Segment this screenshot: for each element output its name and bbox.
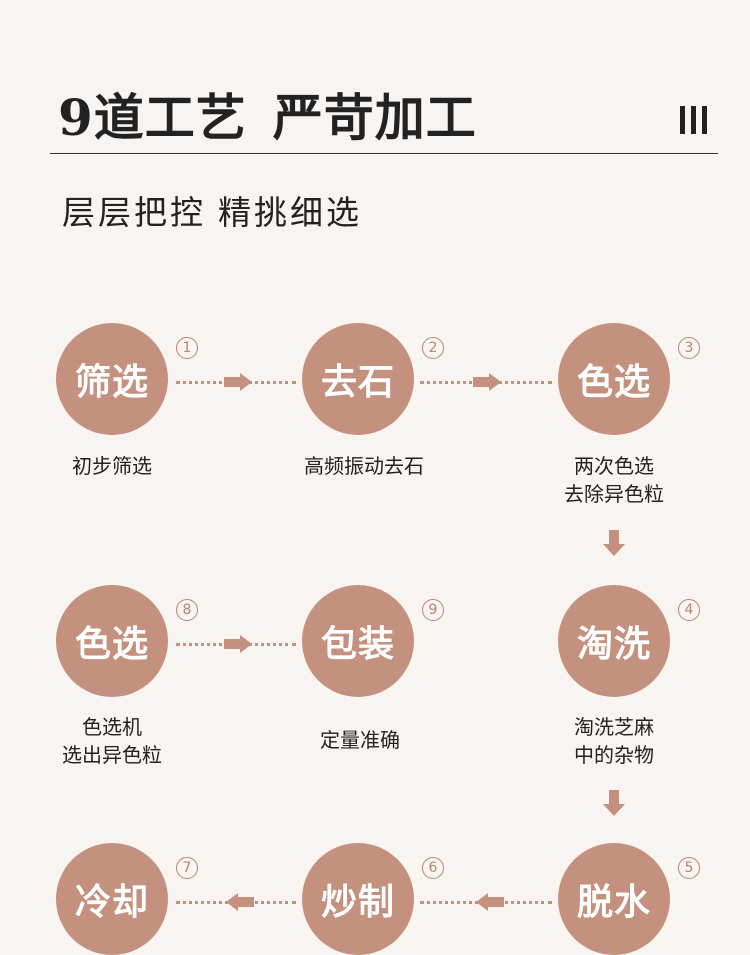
- step-number-badge: 9: [422, 599, 444, 621]
- step-number-badge: 5: [678, 857, 700, 879]
- arrow-left-icon: [226, 893, 238, 911]
- step-number-badge: 2: [422, 337, 444, 359]
- title-part1: 9道工艺: [58, 88, 247, 147]
- step-1-description: 初步筛选: [72, 454, 152, 478]
- step-number-badge: 4: [678, 599, 700, 621]
- step-9: 包装 9: [302, 585, 444, 697]
- step-circle: 脱水: [558, 843, 670, 955]
- arrow-right-icon: [473, 377, 489, 387]
- step-circle: 冷却: [56, 843, 168, 955]
- step-3: 色选 3: [558, 323, 700, 435]
- step-4-description: 淘洗芝麻中的杂物: [574, 715, 654, 767]
- page-title: 9道工艺严苛加工: [58, 78, 477, 150]
- step-2: 去石 2: [302, 323, 444, 435]
- step-circle: 筛选: [56, 323, 168, 435]
- arrow-right-icon: [240, 373, 252, 391]
- arrow-right-icon: [489, 373, 501, 391]
- arrow-left-icon: [476, 893, 488, 911]
- step-6: 炒制 6: [302, 843, 444, 955]
- step-number-badge: 1: [176, 337, 198, 359]
- divider: [50, 153, 718, 154]
- step-7: 冷却 7: [56, 843, 198, 955]
- page-subtitle: 层层把控精挑细选: [62, 186, 362, 234]
- step-4: 淘洗 4: [558, 585, 700, 697]
- step-circle: 包装: [302, 585, 414, 697]
- arrow-down-icon: [603, 544, 625, 556]
- step-number-badge: 6: [422, 857, 444, 879]
- arrow-right-icon: [224, 639, 240, 649]
- step-1: 筛选 1: [56, 323, 198, 435]
- title-part2: 严苛加工: [272, 88, 477, 147]
- step-circle: 淘洗: [558, 585, 670, 697]
- arrow-left-icon: [238, 897, 254, 907]
- step-circle: 色选: [558, 323, 670, 435]
- step-circle: 炒制: [302, 843, 414, 955]
- arrow-down-icon: [603, 804, 625, 816]
- subtitle-part2: 精挑细选: [218, 193, 362, 232]
- step-circle: 去石: [302, 323, 414, 435]
- step-8: 色选 8: [56, 585, 198, 697]
- step-2-description: 高频振动去石: [304, 454, 424, 478]
- step-number-badge: 3: [678, 337, 700, 359]
- subtitle-part1: 层层把控: [62, 193, 206, 232]
- step-5: 脱水 5: [558, 843, 700, 955]
- bars-icon: [678, 106, 708, 136]
- step-3-description: 两次色选去除异色粒: [564, 454, 664, 506]
- arrow-right-icon: [240, 635, 252, 653]
- step-8-description: 色选机选出异色粒: [62, 715, 162, 767]
- step-circle: 色选: [56, 585, 168, 697]
- arrow-right-icon: [224, 377, 240, 387]
- arrow-down-icon: [609, 530, 619, 544]
- step-number-badge: 8: [176, 599, 198, 621]
- step-number-badge: 7: [176, 857, 198, 879]
- step-9-description: 定量准确: [320, 728, 400, 752]
- arrow-left-icon: [488, 897, 504, 907]
- arrow-down-icon: [609, 790, 619, 804]
